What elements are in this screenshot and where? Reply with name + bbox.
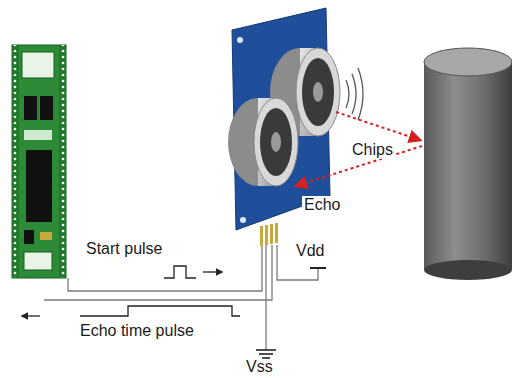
- ground-symbol: [256, 350, 276, 358]
- sound-waves: [346, 68, 363, 120]
- wiring: [44, 245, 326, 350]
- pin-label: Vdd: [294, 242, 326, 260]
- signal-label: Start pulse: [84, 240, 164, 258]
- target-cylinder: [424, 48, 512, 280]
- sound-path: [296, 112, 422, 186]
- signal-label: Echo time pulse: [78, 322, 196, 340]
- signal-label: Chips: [350, 141, 395, 159]
- start-pulse-waveform: [164, 266, 222, 278]
- echo-pulse-waveform: [22, 306, 240, 316]
- signal-label: Echo: [302, 196, 342, 214]
- microcontroller-board: [12, 45, 66, 278]
- pin-label: Vss: [244, 358, 275, 376]
